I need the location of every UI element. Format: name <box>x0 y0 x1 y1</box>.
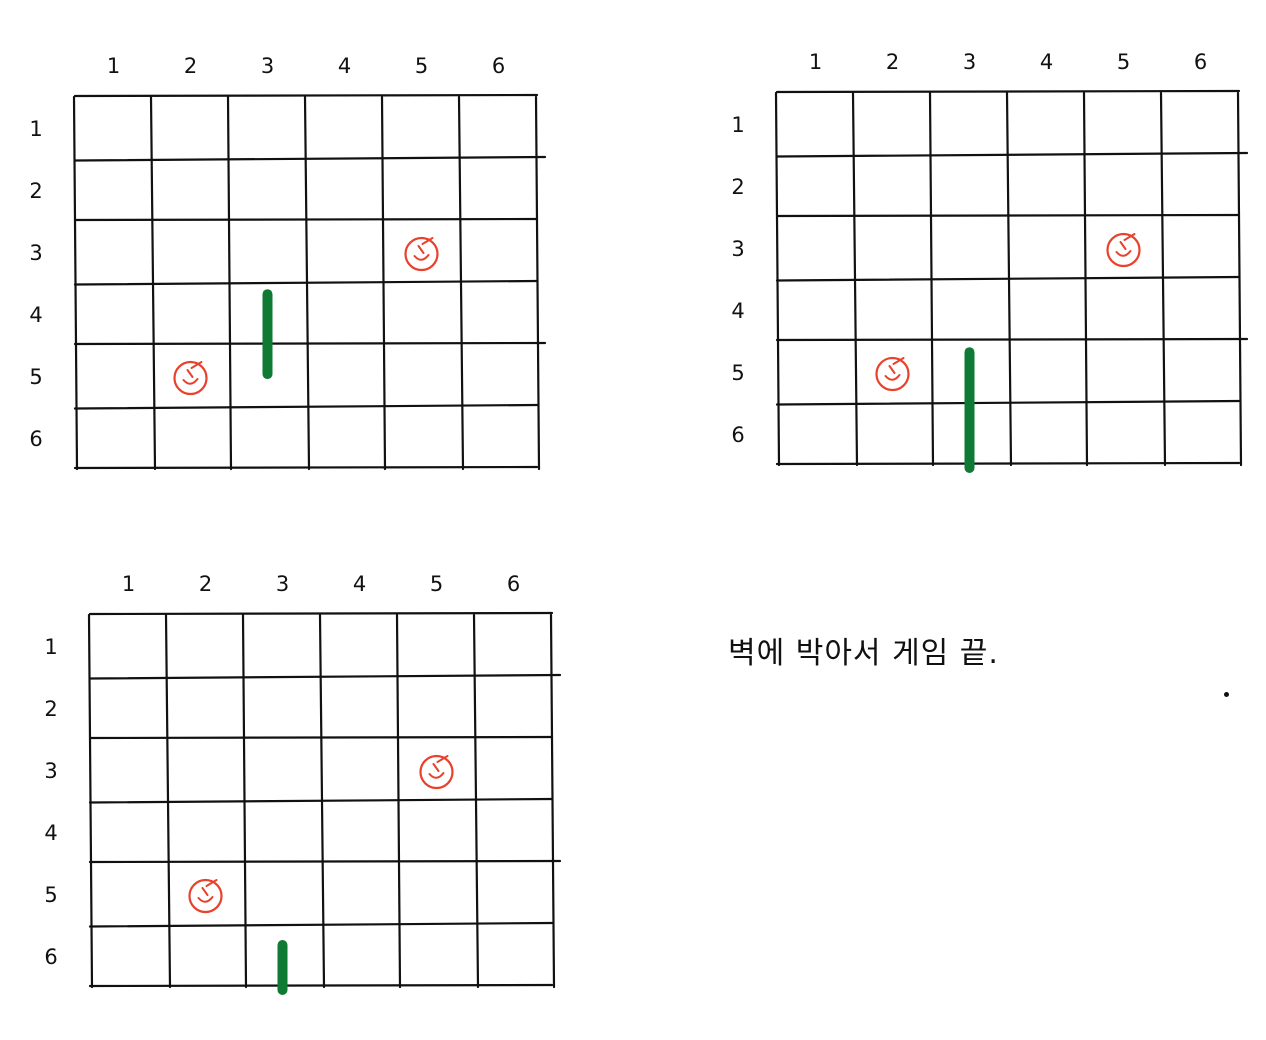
grid-col-line <box>303 95 311 471</box>
grid-row-line <box>73 403 539 410</box>
column-label-5: 5 <box>1117 50 1130 74</box>
grid-col-line <box>87 613 94 989</box>
row-label-4: 4 <box>29 303 42 327</box>
row-label-6: 6 <box>731 423 744 447</box>
board-2: 1 2 3 4 5 6 1 2 3 4 5 6 <box>722 36 1266 496</box>
column-label-4: 4 <box>1040 50 1053 74</box>
column-label-5: 5 <box>430 572 443 596</box>
column-label-6: 6 <box>507 572 520 596</box>
grid-col-line <box>318 613 326 989</box>
snake <box>964 347 975 473</box>
column-label-2: 2 <box>199 572 212 596</box>
snake <box>277 940 288 995</box>
row-label-5: 5 <box>44 883 57 907</box>
grid-row-line <box>88 611 554 616</box>
row-label-5: 5 <box>731 361 744 385</box>
grid-col-line <box>72 95 79 471</box>
grid-col-line <box>226 95 233 471</box>
row-label-4: 4 <box>731 299 744 323</box>
grid-col-line <box>851 91 859 467</box>
column-label-2: 2 <box>886 50 899 74</box>
grid-col-line <box>380 95 387 471</box>
grid-col-line <box>164 613 172 989</box>
grid-col-line <box>1236 91 1243 467</box>
grid-row-line <box>88 673 562 680</box>
board-1: 1 2 3 4 5 6 1 2 3 4 5 6 <box>20 40 580 500</box>
grid-col-line <box>395 613 402 989</box>
apple-1 <box>1106 232 1141 268</box>
board-3-svg: 1 2 3 4 5 6 1 2 3 4 5 6 <box>44 572 562 995</box>
apple-1 <box>419 754 454 790</box>
grid-row-line <box>73 465 539 470</box>
snake <box>262 289 273 380</box>
grid-col-line <box>1082 91 1089 467</box>
grid-lines <box>87 611 562 989</box>
column-label-1: 1 <box>107 54 120 78</box>
column-label-3: 3 <box>276 572 289 596</box>
column-label-2: 2 <box>184 54 197 78</box>
row-label-2: 2 <box>29 179 42 203</box>
grid-row-line <box>775 337 1249 342</box>
row-label-4: 4 <box>44 821 57 845</box>
grid-col-line <box>928 91 935 467</box>
board-1-svg: 1 2 3 4 5 6 1 2 3 4 5 6 <box>29 54 547 471</box>
row-label-2: 2 <box>44 697 57 721</box>
row-label-6: 6 <box>29 427 42 451</box>
board-2-svg: 1 2 3 4 5 6 1 2 3 4 5 6 <box>731 50 1249 473</box>
ink-dot <box>1224 692 1229 697</box>
apple-2 <box>173 360 208 396</box>
row-label-3: 3 <box>44 759 57 783</box>
grid-row-line <box>88 921 554 928</box>
grid-lines <box>72 93 547 471</box>
row-label-3: 3 <box>731 237 744 261</box>
row-label-3: 3 <box>29 241 42 265</box>
row-label-1: 1 <box>44 635 57 659</box>
grid-lines <box>774 89 1249 467</box>
apple-2 <box>188 878 223 914</box>
grid-col-line <box>149 95 157 471</box>
column-label-5: 5 <box>415 54 428 78</box>
column-label-4: 4 <box>338 54 351 78</box>
grid-col-line <box>472 613 480 989</box>
grid-row-line <box>73 341 547 346</box>
row-label-1: 1 <box>731 113 744 137</box>
grid-row-line <box>775 89 1241 94</box>
grid-col-line <box>241 613 248 989</box>
grid-row-line <box>775 399 1241 406</box>
column-label-3: 3 <box>963 50 976 74</box>
column-label-1: 1 <box>809 50 822 74</box>
column-label-6: 6 <box>492 54 505 78</box>
column-label-1: 1 <box>122 572 135 596</box>
grid-col-line <box>549 613 556 989</box>
grid-row-line <box>775 151 1249 158</box>
grid-col-line <box>1005 91 1013 467</box>
row-label-1: 1 <box>29 117 42 141</box>
grid-row-line <box>73 93 539 98</box>
row-label-2: 2 <box>731 175 744 199</box>
grid-col-line <box>774 91 781 467</box>
apple-2 <box>875 356 910 392</box>
row-label-6: 6 <box>44 945 57 969</box>
grid-row-line <box>88 859 562 864</box>
grid-row-line <box>775 461 1241 466</box>
grid-row-line <box>88 983 554 988</box>
column-label-3: 3 <box>261 54 274 78</box>
column-label-6: 6 <box>1194 50 1207 74</box>
apple-1 <box>404 236 439 272</box>
board-3: 1 2 3 4 5 6 1 2 3 4 5 6 <box>35 558 595 1018</box>
game-over-caption: 벽에 박아서 게임 끝. <box>728 636 999 671</box>
column-label-4: 4 <box>353 572 366 596</box>
grid-row-line <box>73 155 547 162</box>
grid-col-line <box>1159 91 1167 467</box>
row-label-5: 5 <box>29 365 42 389</box>
grid-col-line <box>457 95 465 471</box>
grid-col-line <box>534 95 541 471</box>
